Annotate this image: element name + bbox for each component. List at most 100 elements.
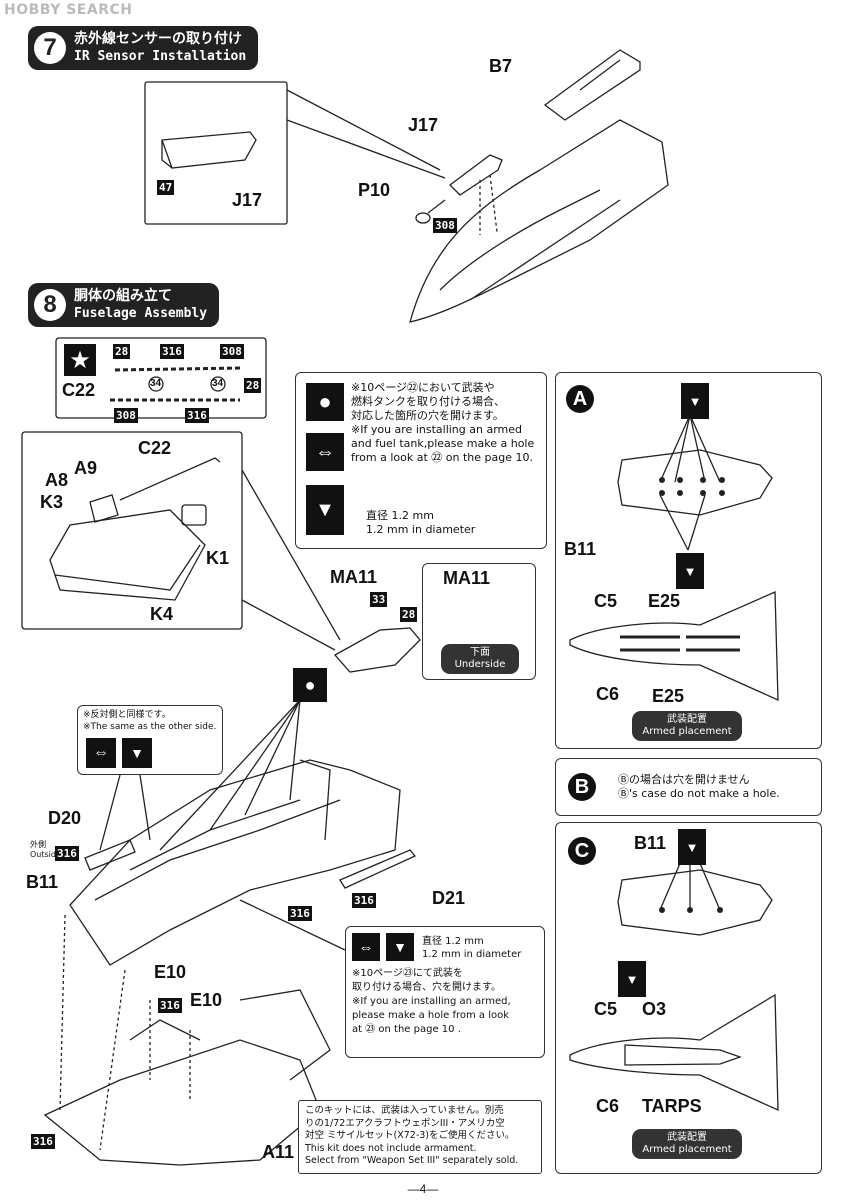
paint-badge-33: 33: [370, 592, 388, 607]
note23-diameter-jp: 直径 1.2 mm: [422, 936, 484, 947]
drill-note-jp2: 燃料タンクを取り付ける場合、: [351, 395, 505, 408]
drill-diameter-en: 1.2 mm in diameter: [366, 523, 476, 536]
part-c22-label: C22: [138, 438, 172, 458]
step7-title-en: IR Sensor Installation: [74, 49, 247, 64]
e25-wing-plan: [569, 591, 779, 702]
part-e25-label: E25: [652, 686, 685, 706]
part-p10-label: P10: [358, 180, 391, 200]
page-number: —4—: [407, 1182, 439, 1196]
armed-placement-pill: 武装配置 Armed placement: [632, 711, 742, 741]
kit-note-jp1: このキットには、武装は入っていません。別売: [305, 1105, 504, 1116]
panel-b-jp: Ⓑの場合は穴を開けません: [618, 773, 750, 786]
part-d20-label: D20: [48, 808, 82, 828]
note23-jp2: 取り付ける場合、穴を開けます。: [352, 982, 501, 993]
armed-placement-en: Armed placement: [642, 1144, 732, 1155]
drill-bit-icon: ▼: [681, 383, 709, 419]
tarps-wing-plan: [569, 993, 779, 1112]
part-e10-label: E10: [154, 962, 187, 982]
b11-wing-plan-a: [617, 449, 773, 516]
drill-note-en1: ※If you are installing an armed: [351, 423, 522, 436]
note23-en1: ※If you are installing an armed,: [352, 996, 511, 1007]
step7-banner: 7 赤外線センサーの取り付け IR Sensor Installation: [28, 26, 259, 70]
paint-badge-316: 316: [158, 998, 182, 1013]
paint-badge-308: 308: [433, 218, 457, 233]
part-e10-label: E10: [190, 990, 223, 1010]
panel-a-letter: A: [566, 385, 594, 413]
kit-note-en1: This kit does not include armament.: [305, 1142, 477, 1154]
kit-note-jp2: りの1/72エアクラフトウェポンIII・アメリカ空: [305, 1117, 505, 1129]
armed-placement-jp: 武装配置: [667, 714, 707, 725]
armed-placement-en: Armed placement: [642, 726, 732, 737]
armed-placement-pill: 武装配置 Armed placement: [632, 1129, 742, 1159]
nose-fuselage: [409, 119, 669, 323]
both-sides-arrow-icon: ⇔: [86, 738, 116, 768]
same-side-note: ※反対側と同様です。 ※The same as the other side. …: [77, 705, 223, 775]
panel-c: C B11 ▼ ▼ C5 O3 C6 TARPS 武装配置 Armed plac…: [555, 822, 822, 1174]
part-c6-label: C6: [596, 1096, 620, 1116]
panel-c-letter: C: [568, 837, 596, 865]
drill-bit-icon: ▼: [386, 933, 414, 961]
part-c5-label: C5: [594, 591, 618, 611]
panel-b-letter: B: [568, 773, 596, 801]
drill-icon: ●: [306, 383, 344, 421]
underside-pill: 下面 Underside: [441, 644, 519, 674]
part-k4-label: K4: [150, 604, 174, 624]
part-number-34: 34: [212, 378, 224, 389]
part-ma11-underside-label: MA11: [443, 568, 491, 588]
drill-note-jp1: ※10ページ㉒において武装や: [351, 381, 495, 394]
drill-note-23-box: ⇔ ▼ 直径 1.2 mm 1.2 mm in diameter ※10ページ㉓…: [345, 926, 545, 1058]
part-c22-decal-label: C22: [62, 380, 96, 400]
drill-note-en3: from a look at ㉒ on the page 10.: [351, 451, 533, 464]
drill-icon-main: ●: [293, 668, 327, 702]
part-c6-label: C6: [596, 684, 620, 704]
part-d21-label: D21: [432, 888, 466, 908]
same-side-en: ※The same as the other side.: [83, 722, 217, 732]
kit-note: このキットには、武装は入っていません。別売 りの1/72エアクラフトウェポンII…: [298, 1100, 542, 1174]
part-e25-label: E25: [648, 591, 681, 611]
note23-jp1: ※10ページ㉓にて武装を: [352, 968, 463, 979]
note23-diameter-en: 1.2 mm in diameter: [422, 949, 522, 960]
main-fuselage: [69, 759, 401, 966]
underside-jp: 下面: [470, 647, 490, 658]
part-k1-label: K1: [206, 548, 230, 568]
armed-placement-jp: 武装配置: [667, 1132, 707, 1143]
part-k3-label: K3: [40, 492, 64, 512]
panel-b: B Ⓑの場合は穴を開けません Ⓑ's case do not make a ho…: [555, 758, 822, 816]
part-tarps-label: TARPS: [642, 1096, 702, 1116]
decal-star-icon: ★: [64, 344, 96, 376]
drill-bit-icon: ▼: [122, 738, 152, 768]
part-c5-label: C5: [594, 999, 618, 1019]
step8-number: 8: [34, 289, 66, 321]
paint-badge: 316: [185, 408, 209, 423]
paint-badge-316: 316: [288, 906, 312, 921]
part-a9-label: A9: [74, 458, 98, 478]
drill-bit-icon: ▼: [676, 553, 704, 589]
paint-badge: 28: [113, 344, 131, 359]
watermark: HOBBY SEARCH: [4, 2, 133, 18]
drill-bit-icon: ▼: [306, 485, 344, 535]
part-b11-label: B11: [634, 833, 667, 853]
outside-jp: 外側: [30, 840, 46, 849]
paint-badge-316: 316: [31, 1134, 55, 1149]
underside-en: Underside: [454, 659, 506, 670]
paint-badge: 28: [244, 378, 262, 393]
j17-sensor: [449, 154, 503, 196]
paint-badge: 316: [160, 344, 184, 359]
panel-a: A ▼ ▼ B11 C5 E25 C6 E25 武装配置 Armed place…: [555, 372, 822, 749]
note23-en3: at ㉓ on the page 10 .: [352, 1024, 461, 1035]
d20-part: [84, 839, 136, 871]
drill-note-jp3: 対応した箇所の穴を開けます。: [351, 409, 504, 422]
underside-detail-box: MA11 下面 Underside: [422, 563, 536, 680]
drill-bit-icon: ▼: [678, 829, 706, 865]
drill-diameter-jp: 直径 1.2 mm: [366, 509, 434, 522]
part-ma11-label: MA11: [330, 567, 378, 587]
part-b11-label: B11: [564, 539, 597, 559]
paint-badge-47: 47: [157, 180, 175, 195]
p10-part: [415, 212, 431, 224]
note23-en2: please make a hole from a look: [352, 1010, 510, 1021]
part-o3-label: O3: [642, 999, 667, 1019]
kit-note-jp3: 対空 ミサイルセット(X72-3)をご使用ください。: [305, 1130, 515, 1141]
part-j17-label: J17: [408, 115, 439, 135]
